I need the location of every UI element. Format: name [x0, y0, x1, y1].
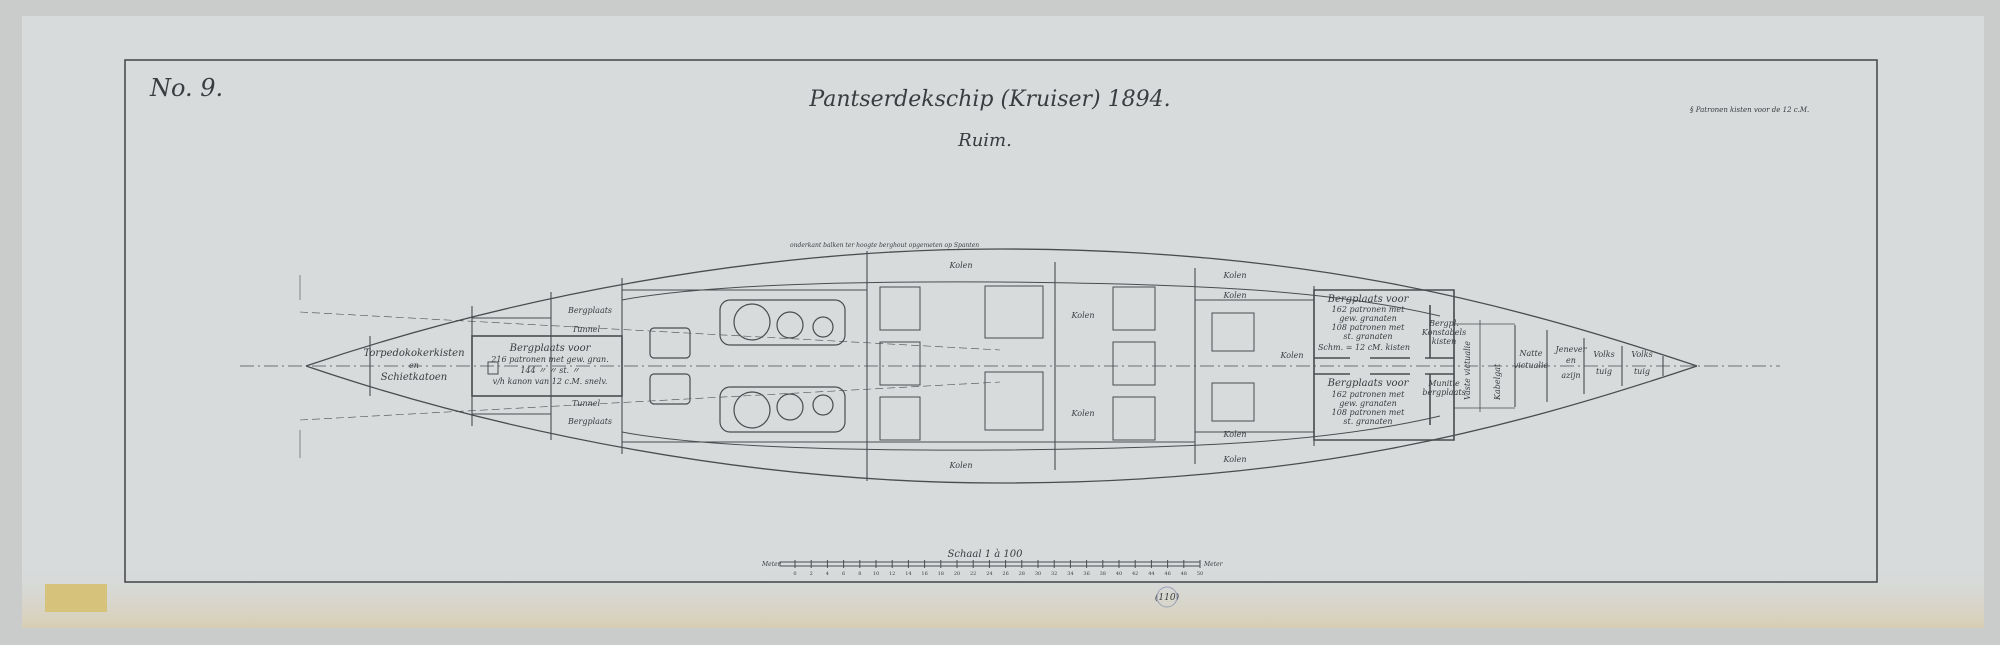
- svg-text:Volks: Volks: [1631, 350, 1652, 359]
- svg-text:v/h kanon van 12 c.M. snelv.: v/h kanon van 12 c.M. snelv.: [493, 377, 608, 386]
- scale-tick-label: 22: [970, 571, 976, 577]
- svg-text:216 patronen met gew. gran.: 216 patronen met gew. gran.: [490, 355, 608, 364]
- archive-stamp: (110): [1155, 592, 1180, 603]
- scale-tick-label: 12: [889, 571, 895, 577]
- svg-text:gew. granaten: gew. granaten: [1339, 314, 1397, 323]
- scale-tick-label: 42: [1132, 571, 1138, 577]
- svg-text:Meter: Meter: [1203, 561, 1224, 568]
- scale-tick-label: 8: [858, 571, 861, 577]
- svg-text:Meter: Meter: [761, 561, 782, 568]
- scale-tick-label: 6: [842, 571, 845, 577]
- svg-text:Schaal 1 à 100: Schaal 1 à 100: [948, 549, 1024, 560]
- svg-text:en: en: [409, 361, 419, 370]
- scale-tick-label: 20: [954, 571, 960, 577]
- svg-text:Kolen: Kolen: [1222, 455, 1246, 464]
- svg-text:gew. granaten: gew. granaten: [1339, 399, 1397, 408]
- svg-text:Bergplaats: Bergplaats: [567, 306, 612, 315]
- drawing-border: [124, 59, 1878, 583]
- sheet-number: No. 9.: [149, 74, 223, 102]
- svg-text:Munitie: Munitie: [1427, 379, 1460, 388]
- svg-text:Kolen: Kolen: [1070, 311, 1094, 320]
- svg-text:Kolen: Kolen: [1070, 409, 1094, 418]
- svg-text:144 〃 〃 st. 〃: 144 〃 〃 st. 〃: [520, 366, 579, 375]
- scale-tick-label: 44: [1148, 571, 1154, 577]
- scale-tick-label: 0: [793, 571, 796, 577]
- paper-stain: [22, 560, 1984, 628]
- scale-tick-label: 36: [1083, 571, 1089, 577]
- svg-text:tuig: tuig: [1634, 367, 1650, 376]
- svg-text:Kabelgat: Kabelgat: [1493, 363, 1502, 401]
- page-subtitle: Ruim.: [957, 130, 1012, 151]
- svg-text:kisten: kisten: [1432, 337, 1457, 346]
- scale-tick-label: 26: [1002, 571, 1008, 577]
- scale-tick-label: 10: [873, 571, 879, 577]
- svg-text:Torpedokokerkisten: Torpedokokerkisten: [363, 348, 464, 359]
- svg-text:Kolen: Kolen: [1279, 351, 1303, 360]
- svg-text:108 patronen met: 108 patronen met: [1332, 323, 1405, 332]
- archive-label: [45, 584, 107, 612]
- svg-text:Natte: Natte: [1519, 349, 1543, 358]
- svg-text:162 patronen met: 162 patronen met: [1332, 390, 1405, 399]
- scale-tick-label: 24: [986, 571, 992, 577]
- scale-tick-label: 14: [905, 571, 911, 577]
- scale-tick-label: 16: [921, 571, 927, 577]
- svg-text:162 patronen met: 162 patronen met: [1332, 305, 1405, 314]
- svg-text:Kolen: Kolen: [948, 461, 972, 470]
- svg-text:en: en: [1566, 356, 1576, 365]
- svg-text:victualie: victualie: [1514, 361, 1549, 370]
- scale-tick-label: 38: [1100, 571, 1106, 577]
- scale-tick-label: 18: [938, 571, 944, 577]
- page-title: Pantserdekschip (Kruiser) 1894.: [808, 87, 1170, 112]
- scale-tick-label: 48: [1181, 571, 1187, 577]
- svg-text:Schietkatoen: Schietkatoen: [381, 372, 447, 383]
- svg-text:Kolen: Kolen: [1222, 271, 1246, 280]
- scale-tick-label: 32: [1051, 571, 1057, 577]
- paper-sheet: [22, 16, 1984, 628]
- svg-text:Kolen: Kolen: [1222, 291, 1246, 300]
- scale-tick-label: 46: [1164, 571, 1170, 577]
- scale-tick-label: 2: [810, 571, 813, 577]
- svg-text:Vaste victualie: Vaste victualie: [1463, 341, 1472, 400]
- svg-text:Jenever: Jenever: [1554, 345, 1588, 354]
- scale-tick-label: 30: [1035, 571, 1041, 577]
- svg-text:Tunnel: Tunnel: [572, 399, 601, 408]
- svg-text:Schm. = 12 cM. kisten: Schm. = 12 cM. kisten: [1318, 343, 1410, 352]
- svg-text:st. granaten: st. granaten: [1343, 332, 1392, 341]
- svg-text:Tunnel: Tunnel: [572, 325, 601, 334]
- scale-tick-label: 28: [1019, 571, 1025, 577]
- scale-tick-label: 40: [1116, 571, 1122, 577]
- top-right-note: § Patronen kisten voor de 12 c.M.: [1690, 106, 1809, 114]
- scale-tick-label: 4: [826, 571, 829, 577]
- compartment-labels: Torpedokokerkisten en Schietkatoen Bergp…: [363, 261, 1652, 470]
- hull-note: onderkant balken ter hoogte berghout opg…: [790, 242, 979, 249]
- svg-text:azijn: azijn: [1561, 371, 1580, 380]
- svg-text:Konstabels: Konstabels: [1421, 328, 1466, 337]
- svg-text:Kolen: Kolen: [948, 261, 972, 270]
- svg-text:st. granaten: st. granaten: [1343, 417, 1392, 426]
- svg-text:Bergpl.: Bergpl.: [1428, 319, 1459, 328]
- svg-text:bergplaats: bergplaats: [1422, 388, 1465, 397]
- svg-text:tuig: tuig: [1596, 367, 1612, 376]
- svg-text:Bergplaats: Bergplaats: [567, 417, 612, 426]
- svg-text:Volks: Volks: [1593, 350, 1614, 359]
- svg-text:Bergplaats voor: Bergplaats voor: [1327, 378, 1410, 389]
- archive-stamp-ring: [1156, 586, 1178, 608]
- hull: onderkant balken ter hoogte berghout opg…: [240, 242, 1780, 484]
- scale-tick-label: 34: [1067, 571, 1073, 577]
- svg-text:Bergplaats voor: Bergplaats voor: [509, 343, 592, 354]
- svg-text:Kolen: Kolen: [1222, 430, 1246, 439]
- scale-tick-label: 50: [1197, 571, 1203, 577]
- svg-text:Bergplaats voor: Bergplaats voor: [1327, 294, 1410, 305]
- svg-text:108 patronen met: 108 patronen met: [1332, 408, 1405, 417]
